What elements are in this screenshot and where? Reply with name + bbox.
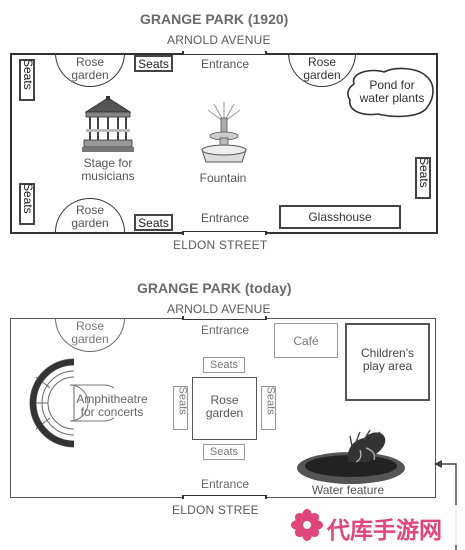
map2-entrance-top: Entrance: [200, 323, 250, 337]
map1-seats-left-bottom: Seats: [19, 183, 35, 225]
map2-seats-bottom: Seats: [203, 444, 245, 460]
map2-water-feature-icon: [297, 429, 405, 484]
map1-entrance-bottom: Entrance: [200, 211, 250, 225]
map1-bottom-street: ELDON STREET: [173, 238, 268, 252]
map1-entrance-top: Entrance: [200, 57, 250, 71]
watermark-text: 代库手游网: [327, 518, 442, 544]
map2-entrance-bottom-gap: [183, 494, 266, 500]
map2-seats-top: Seats: [203, 357, 245, 373]
map1-glasshouse: Glasshouse: [279, 205, 401, 229]
map1-entrance-bottom-gap: [183, 230, 266, 236]
map2-seats-right: Seats: [261, 386, 277, 430]
map1-seats-left-top: Seats: [19, 59, 35, 101]
map2-cafe: Café: [274, 323, 338, 358]
map1-seats-bottom: Seats: [134, 214, 173, 231]
map2-entrance-top-gate: [182, 316, 267, 320]
map2-seats-left: Seats: [173, 386, 189, 430]
map1-fountain-label: Fountain: [199, 171, 247, 185]
map2-bottom-street: ELDON STREE: [172, 503, 259, 517]
map1-entrance-bottom-gate: [182, 231, 267, 235]
map1-seats-right: Seats: [415, 157, 431, 199]
map1-fountain-icon: [201, 102, 247, 163]
map2-entrance-bottom: Entrance: [200, 477, 250, 491]
map2-title: GRANGE PARK (today): [137, 280, 292, 296]
map2-entrance-bottom-gate: [182, 495, 267, 499]
map1-pond-shape: [347, 67, 434, 118]
watermark-flower-icon: [291, 509, 323, 541]
map2-top-street: ARNOLD AVENUE: [167, 302, 271, 316]
map1-seats-top: Seats: [134, 55, 173, 72]
map1-title: GRANGE PARK (1920): [140, 11, 289, 27]
map1-stage-icon: [82, 96, 134, 152]
map2-water-feature-label: Water feature: [311, 483, 385, 497]
map1-top-street: ARNOLD AVENUE: [167, 33, 271, 47]
map1-entrance-top-gate: [182, 51, 267, 55]
map2-amphitheatre-shape: [29, 358, 114, 448]
